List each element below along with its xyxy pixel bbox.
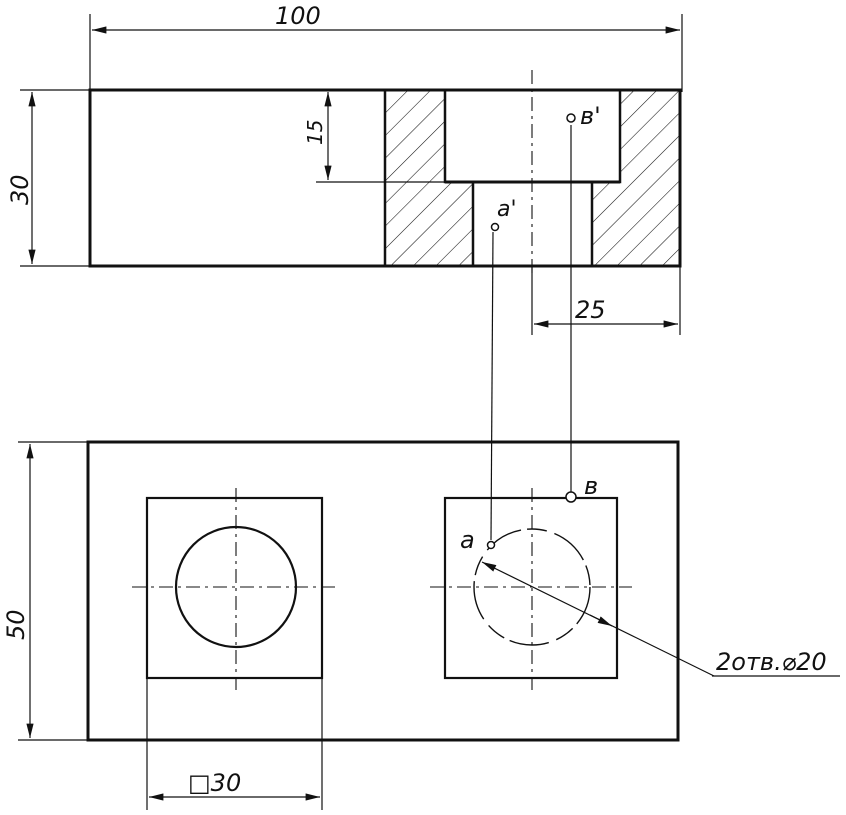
point-a [486,540,496,550]
dim-text-30: 30 [6,174,34,205]
dim-text-100: 100 [275,2,321,30]
hole-callout: 2отв.⌀20 [481,561,840,677]
point-a-prime [490,222,500,232]
dim-text-50: 50 [2,609,30,640]
label-a-prime: a' [497,197,517,222]
left-square-recess [145,496,324,680]
dim-text-square-30: □30 [188,769,241,797]
top-view-outline [86,440,680,742]
point-b-prime [566,113,576,123]
projection-line-a [490,231,494,541]
top-view: a в [86,440,680,742]
label-b: в [584,472,598,500]
front-view: a' в' [88,70,682,275]
dim-text-15: 15 [303,120,327,145]
label-b-prime: в' [580,102,601,130]
right-square-recess [443,496,619,680]
section-hatch-right [590,88,682,268]
section-hatch-left [383,88,475,268]
point-b [565,491,577,503]
label-a: a [460,526,475,554]
callout-leader [589,614,715,677]
top-dimensions: 50 □30 [2,441,323,810]
dim-text-25: 25 [575,296,606,324]
front-dimensions: 100 30 15 25 [6,2,683,335]
callout-text: 2отв.⌀20 [716,648,827,676]
